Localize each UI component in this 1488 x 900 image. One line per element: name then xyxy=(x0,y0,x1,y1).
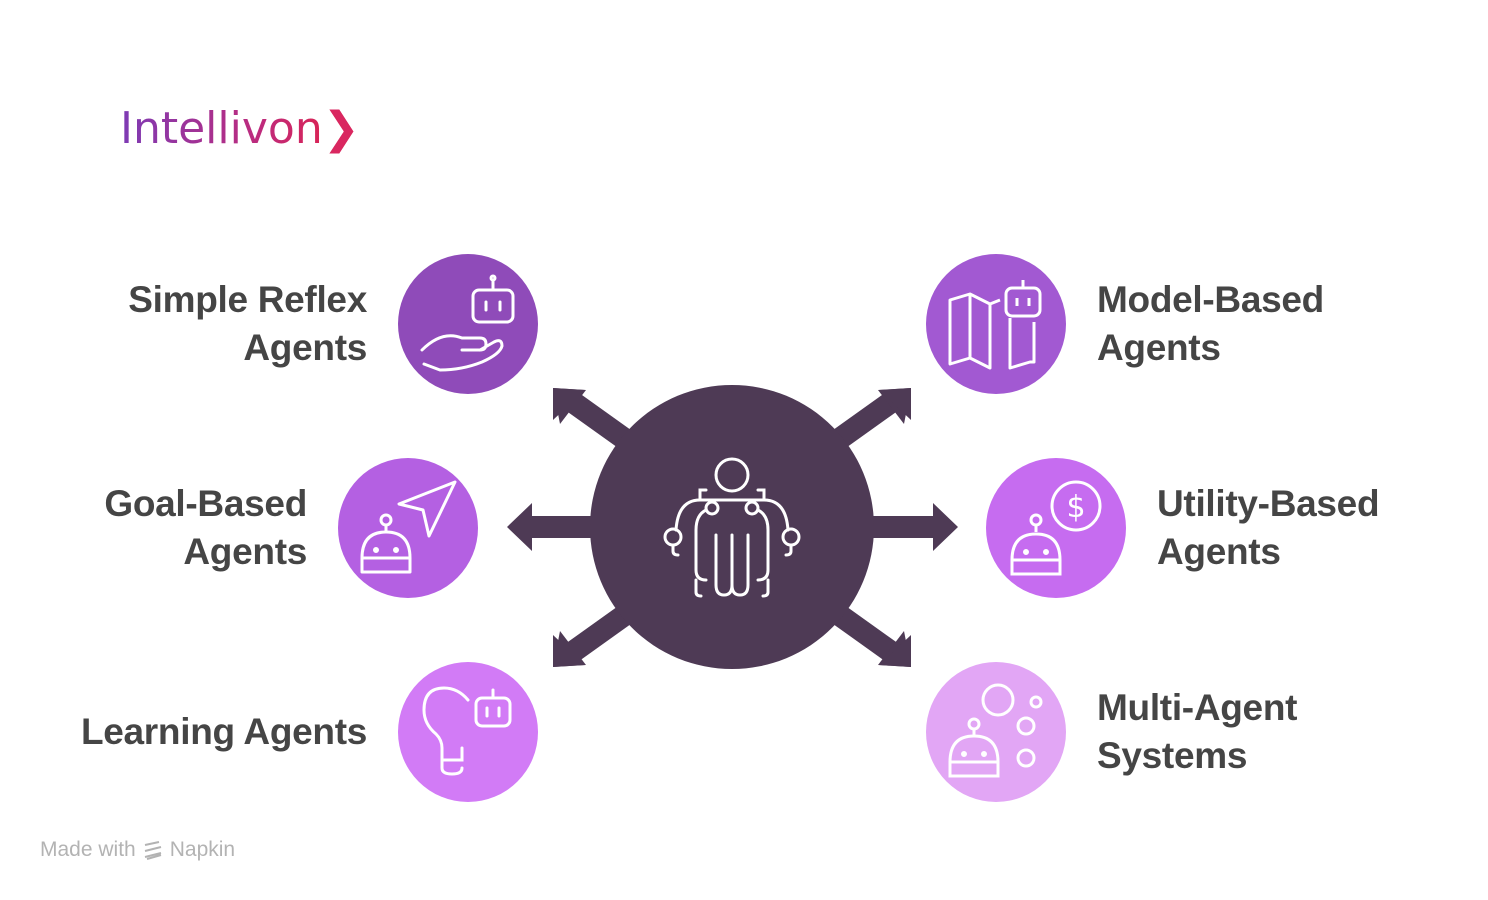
label-line: Learning Agents xyxy=(80,711,367,752)
lightbulb-robot-icon xyxy=(422,686,512,776)
svg-text:$: $ xyxy=(1066,490,1085,525)
made-with-text: Made with xyxy=(40,838,136,861)
label-goal-based-agents: Goal-Based Agents xyxy=(104,480,307,576)
label-line: Systems xyxy=(1097,735,1248,776)
arrow-right xyxy=(855,503,958,551)
node-circle-simple-reflex xyxy=(398,254,538,394)
label-line: Simple Reflex xyxy=(128,279,367,320)
napkin-logo-icon xyxy=(144,841,161,860)
label-line: Utility-Based xyxy=(1157,483,1380,524)
node-circle-model-based xyxy=(926,254,1066,394)
node-circle-goal-based xyxy=(338,458,478,598)
label-line: Multi-Agent xyxy=(1097,687,1298,728)
node-circle-multi-agent xyxy=(926,662,1066,802)
agent-network-icon xyxy=(663,457,801,598)
robot-bubbles-icon xyxy=(948,683,1043,778)
logo: Intellivon❯ xyxy=(120,103,360,154)
label-line: Agents xyxy=(243,327,367,368)
center-circle xyxy=(590,385,874,669)
label-line: Model-Based xyxy=(1097,279,1324,320)
label-learning-agents: Learning Agents xyxy=(81,708,367,756)
robot-dollar-icon: $ xyxy=(1010,480,1102,576)
chevron-right-icon: ❯ xyxy=(322,103,360,154)
label-model-based-agents: Model-Based Agents xyxy=(1097,276,1324,372)
footer-watermark: Made with Napkin xyxy=(40,838,235,862)
label-multi-agent-systems: Multi-Agent Systems xyxy=(1097,684,1297,780)
node-circle-utility-based xyxy=(986,458,1126,598)
map-robot-icon xyxy=(948,280,1042,370)
label-utility-based-agents: Utility-Based Agents xyxy=(1157,480,1380,576)
label-line: Agents xyxy=(1157,531,1281,572)
label-line: Agents xyxy=(183,531,307,572)
arrows xyxy=(507,388,958,667)
napkin-brand-text: Napkin xyxy=(169,838,236,861)
robot-hand-icon xyxy=(420,274,515,372)
label-simple-reflex-agents: Simple Reflex Agents xyxy=(128,276,367,372)
node-circle-learning xyxy=(398,662,538,802)
arrow-left xyxy=(507,503,610,551)
label-line: Goal-Based xyxy=(104,483,307,524)
label-line: Agents xyxy=(1097,327,1221,368)
robot-navigation-icon xyxy=(360,480,457,574)
